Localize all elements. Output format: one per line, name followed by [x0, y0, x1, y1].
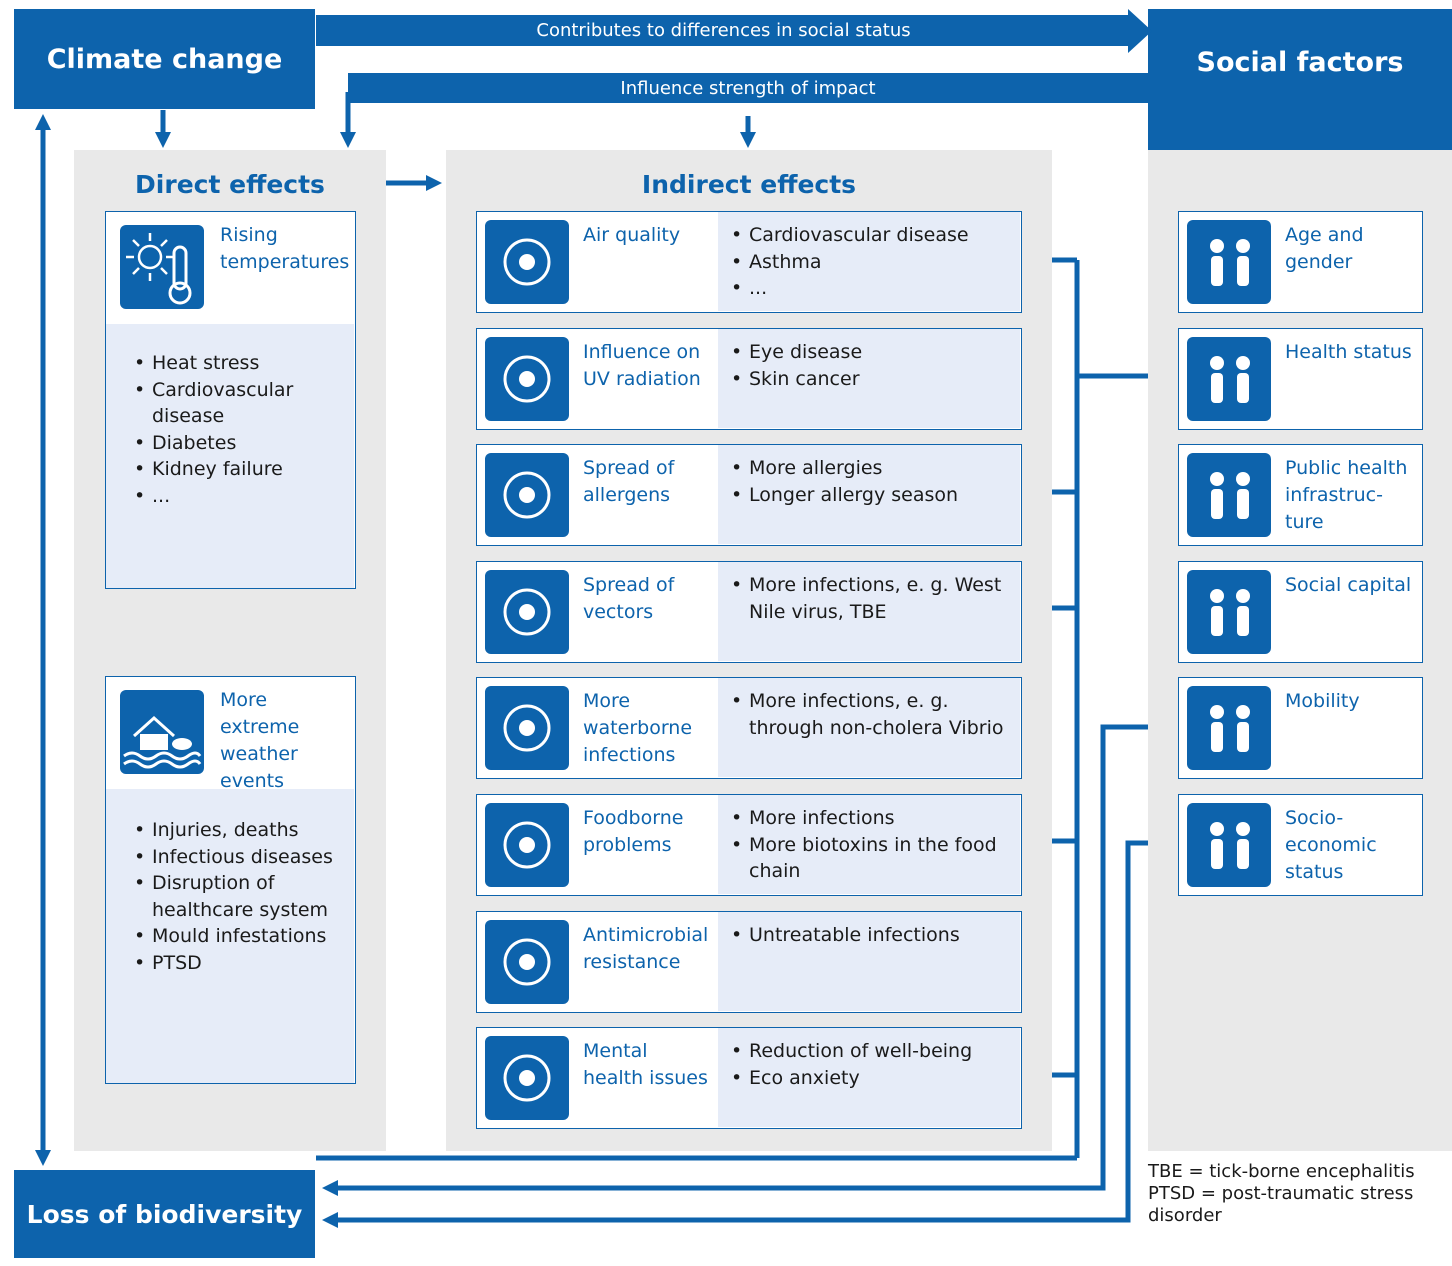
- list-item: Mould infestations: [130, 923, 350, 950]
- social-factor-card: Socio-economic status: [1178, 794, 1423, 896]
- indirect-card: Spread of vectors More infections, e. g. …: [476, 561, 1022, 663]
- direct-effects-title: Direct effects: [135, 170, 325, 199]
- list-item: More infections, e. g. West Nile virus, …: [727, 572, 1012, 625]
- indirect-card-list: More infectionsMore biotoxins in the foo…: [727, 805, 1012, 885]
- money-icon: [1187, 803, 1271, 887]
- social-factor-card: Social capital: [1178, 561, 1423, 663]
- social-factor-card: Public health infrastruc-ture: [1178, 444, 1423, 546]
- indirect-effects-title: Indirect effects: [641, 170, 857, 199]
- indirect-card: Influence on UV radiation Eye diseaseSkin…: [476, 328, 1022, 430]
- flood-house-icon: [120, 690, 204, 774]
- bacteria-water-icon: [485, 686, 569, 770]
- list-item: Asthma: [727, 249, 1012, 276]
- tick-icon: [485, 570, 569, 654]
- indirect-card-list: More allergiesLonger allergy season: [727, 455, 1012, 508]
- list-item: More biotoxins in the food chain: [727, 832, 1012, 885]
- indirect-card: Mental health issues Reduction of well-be…: [476, 1027, 1022, 1129]
- list-item: Injuries, deaths: [130, 817, 350, 844]
- indirect-card-title: Mental health issues: [583, 1040, 708, 1089]
- extreme-weather-list: Injuries, deaths Infectious diseases Dis…: [130, 817, 350, 976]
- social-factor-card: Mobility: [1178, 677, 1423, 779]
- social-factors-label: Social factors: [1196, 47, 1404, 78]
- social-factor-title: Age and gender: [1285, 224, 1364, 273]
- indirect-card: Antimicrobial resistance Untreatable infe…: [476, 911, 1022, 1013]
- indirect-card-title: Spread of vectors: [583, 574, 675, 623]
- list-item: Disruption of healthcare system: [130, 870, 350, 923]
- indirect-card-list: Cardiovascular diseaseAsthma...: [727, 222, 1012, 302]
- list-item: More infections, e. g. through non-chole…: [727, 688, 1012, 741]
- contributes-bar: Contributes to differences in social sta…: [316, 15, 1131, 46]
- social-factor-card: Age and gender: [1178, 211, 1423, 313]
- indirect-card-title: Antimicrobial resistance: [583, 924, 709, 973]
- cross-smileys-icon: [1187, 337, 1271, 421]
- indirect-card-title: Foodborne problems: [583, 807, 684, 856]
- list-item: Untreatable infections: [727, 922, 1012, 949]
- list-item: Eye disease: [727, 339, 1012, 366]
- indirect-card-title: Spread of allergens: [583, 457, 675, 506]
- indirect-card-list: More infections, e. g. through non-chole…: [727, 688, 1012, 741]
- indirect-card-list: Eye diseaseSkin cancer: [727, 339, 1012, 392]
- rising-temperatures-list: Heat stress Cardiovascular disease Diabe…: [130, 350, 340, 509]
- list-item: Reduction of well-being: [727, 1038, 1012, 1065]
- sneezing-person-icon: [485, 453, 569, 537]
- social-factor-card: Health status: [1178, 328, 1423, 430]
- extreme-weather-card: More extreme weather events Injuries, de…: [105, 676, 356, 1084]
- indirect-card: Air quality Cardiovascular diseaseAsthma.…: [476, 211, 1022, 313]
- footnote-ptsd: PTSD = post-traumatic stress disorder: [1148, 1183, 1414, 1226]
- social-factors-box: Social factors: [1148, 9, 1452, 150]
- climate-change-label: Climate change: [46, 43, 283, 75]
- uv-sun-icon: [485, 337, 569, 421]
- list-item: More allergies: [727, 455, 1012, 482]
- list-item: ...: [130, 483, 340, 510]
- pills-microbes-icon: [485, 920, 569, 1004]
- indirect-card-title: Influence on UV radiation: [583, 341, 701, 390]
- thermometer-sun-icon: [120, 225, 204, 309]
- social-factor-title: Public health infrastruc-ture: [1285, 457, 1408, 533]
- contributes-arrowhead: [1128, 9, 1152, 53]
- factory-smoke-icon: [485, 220, 569, 304]
- footnote-tbe: TBE = tick-borne encephalitis: [1148, 1161, 1415, 1182]
- indirect-card-title: Air quality: [583, 224, 681, 246]
- extreme-weather-title: More extreme weather events: [220, 689, 300, 792]
- social-factor-title: Health status: [1285, 341, 1412, 363]
- helping-hands-icon: [1187, 570, 1271, 654]
- list-item: ...: [727, 275, 1012, 302]
- influence-bar: Influence strength of impact: [348, 73, 1148, 103]
- influence-label: Influence strength of impact: [620, 77, 876, 99]
- footnote: TBE = tick-borne encephalitis PTSD = pos…: [1148, 1161, 1448, 1227]
- people-icon: [1187, 220, 1271, 304]
- social-factor-title: Social capital: [1285, 574, 1412, 596]
- climate-change-box: Climate change: [14, 9, 315, 109]
- rising-temperatures-card: Rising temperatures Heat stress Cardiova…: [105, 211, 356, 589]
- list-item: More infections: [727, 805, 1012, 832]
- indirect-card: Spread of allergens More allergiesLonger …: [476, 444, 1022, 546]
- list-item: Skin cancer: [727, 366, 1012, 393]
- indirect-card: More waterborne infections More infection…: [476, 677, 1022, 779]
- indirect-card-list: More infections, e. g. West Nile virus, …: [727, 572, 1012, 625]
- indirect-card-list: Reduction of well-beingEco anxiety: [727, 1038, 1012, 1091]
- sitting-person-icon: [485, 1036, 569, 1120]
- loss-of-biodiversity-box: Loss of biodiversity: [14, 1170, 315, 1258]
- list-item: Cardiovascular disease: [130, 377, 340, 430]
- list-item: Heat stress: [130, 350, 340, 377]
- media-icon: [1187, 453, 1271, 537]
- social-factor-title: Socio-economic status: [1285, 807, 1377, 883]
- list-item: Eco anxiety: [727, 1065, 1012, 1092]
- list-item: Kidney failure: [130, 456, 340, 483]
- indirect-card: Foodborne problems More infectionsMore bi…: [476, 794, 1022, 896]
- list-item: Cardiovascular disease: [727, 222, 1012, 249]
- list-item: PTSD: [130, 950, 350, 977]
- list-item: Longer allergy season: [727, 482, 1012, 509]
- mobility-icon: [1187, 686, 1271, 770]
- indirect-card-list: Untreatable infections: [727, 922, 1012, 949]
- social-factor-title: Mobility: [1285, 690, 1360, 712]
- list-item: Diabetes: [130, 430, 340, 457]
- food-icon: [485, 803, 569, 887]
- list-item: Infectious diseases: [130, 844, 350, 871]
- contributes-label: Contributes to differences in social sta…: [536, 20, 911, 41]
- loss-of-biodiversity-label: Loss of biodiversity: [26, 1199, 303, 1229]
- indirect-card-title: More waterborne infections: [583, 690, 693, 766]
- rising-temperatures-title: Rising temperatures: [220, 224, 350, 273]
